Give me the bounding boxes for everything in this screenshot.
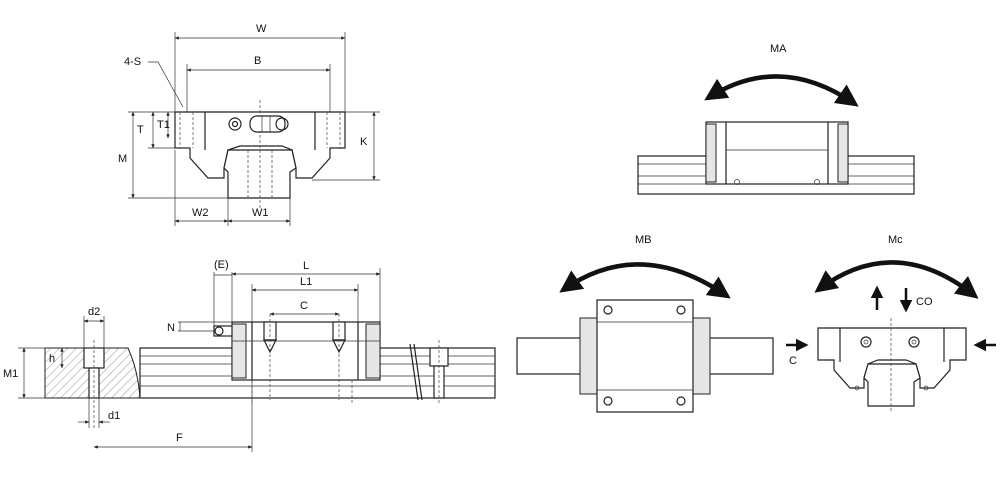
label-MA: MA	[770, 43, 787, 55]
label-C-load: C	[789, 355, 797, 367]
label-CO: CO	[916, 296, 933, 308]
label-T: T	[137, 124, 144, 136]
label-L: L	[303, 260, 309, 272]
label-N: N	[167, 322, 175, 334]
mb-moment-view: MB	[516, 234, 774, 413]
label-M1: M1	[3, 368, 18, 380]
label-F: F	[176, 432, 183, 444]
mc-moment-view: Mc CO C	[786, 234, 996, 412]
side-view: d2 h M1 d1 F	[3, 259, 496, 452]
label-4-S: 4-S	[124, 56, 141, 68]
label-E: (E)	[214, 259, 229, 271]
label-W1: W1	[252, 207, 269, 219]
label-MB: MB	[635, 234, 652, 246]
label-h: h	[49, 353, 55, 365]
ma-moment-view: MA	[637, 43, 915, 195]
label-d2: d2	[88, 306, 100, 318]
label-T1: T1	[157, 119, 170, 131]
label-B: B	[254, 55, 261, 67]
label-M: M	[118, 153, 127, 165]
label-W2: W2	[192, 207, 209, 219]
front-view: W B 4-S T T1	[118, 23, 380, 226]
label-d1: d1	[108, 410, 120, 422]
label-L1: L1	[300, 276, 312, 288]
label-W: W	[256, 23, 267, 35]
label-C-dim: C	[300, 300, 308, 312]
label-Mc: Mc	[888, 234, 903, 246]
label-K: K	[360, 136, 368, 148]
